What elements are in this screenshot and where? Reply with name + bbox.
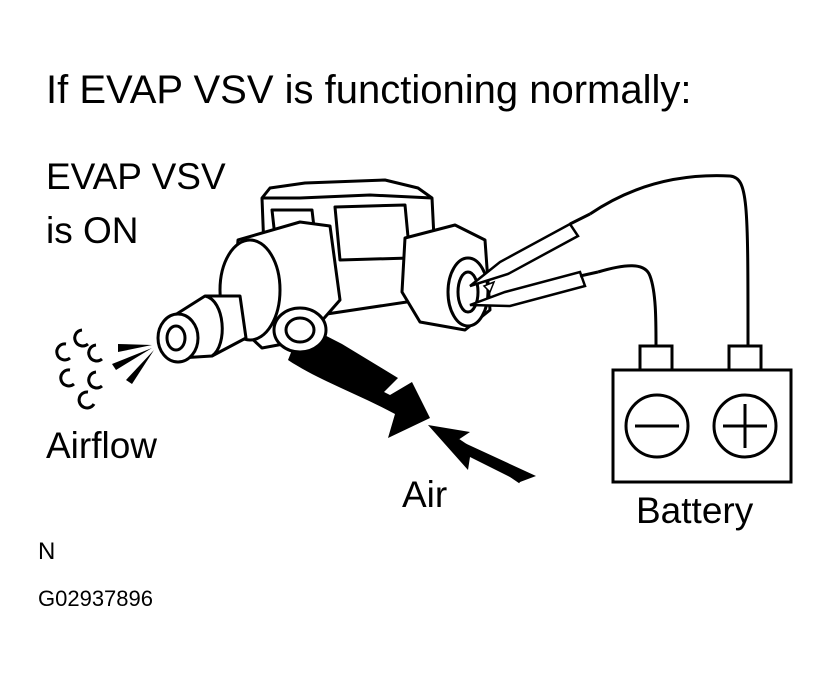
test-probe-positive [469,212,591,288]
probe-tip-marker [482,280,496,294]
airflow-label: Airflow [46,425,158,466]
airflow-spray [112,344,154,384]
diagram-title: If EVAP VSV is functioning normally: [46,68,692,112]
airflow-puff-icon [55,328,103,410]
vsv-state-line-2: is ON [46,210,139,251]
vsv-state-line-1: EVAP VSV [46,156,226,197]
note-marker: N [38,538,56,565]
plus-icon [712,393,778,459]
figure-id: G02937896 [38,586,153,611]
air-arrow-icon [428,425,536,484]
minus-icon [624,393,690,459]
vsv-valve [156,178,492,364]
battery-label: Battery [636,490,754,531]
battery-wires [589,174,750,346]
air-label: Air [402,474,448,515]
test-probe-negative [469,270,599,308]
